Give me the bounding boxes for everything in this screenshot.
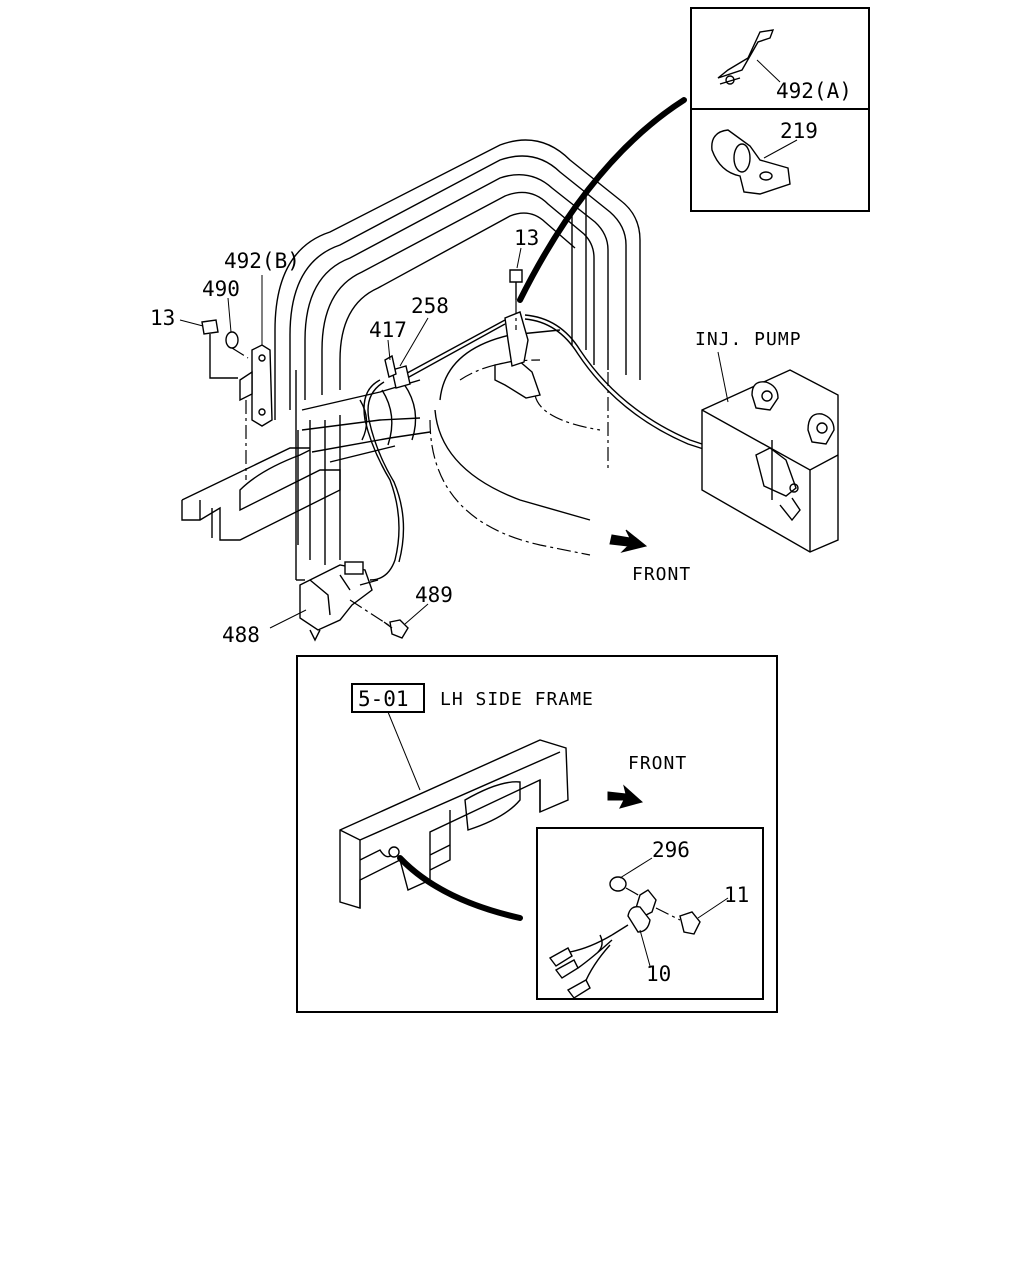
inset-pointer-line: [397, 855, 523, 921]
injection-pump-drawing: [701, 369, 839, 553]
frame-assembly-drawing: [181, 139, 641, 565]
label-219: 219: [780, 119, 818, 143]
detail-box-top-right: [690, 7, 870, 212]
label-258: 258: [411, 294, 449, 318]
label-front-top: FRONT: [632, 564, 691, 585]
cable-harness: [363, 314, 751, 581]
label-lh-side-frame: LH SIDE FRAME: [440, 689, 594, 710]
label-11: 11: [724, 883, 749, 907]
label-492b: 492(B): [224, 249, 300, 273]
side-frame-rail-drawing: [339, 739, 569, 909]
label-296: 296: [652, 838, 690, 862]
bracket-492b-drawing: [201, 319, 273, 480]
label-489: 489: [415, 583, 453, 607]
front-arrow-inset: [607, 784, 644, 809]
bracket-492a-drawing: [717, 29, 775, 85]
leader-lines: [179, 247, 729, 629]
bolt-489-drawing: [349, 599, 409, 639]
sub-inset-box: [536, 827, 764, 1000]
sensor-10-drawing: [548, 876, 701, 999]
label-492a: 492(A): [776, 79, 852, 103]
label-inj-pump: INJ. PUMP: [695, 329, 802, 350]
switch-488-drawing: [299, 561, 379, 642]
label-ref-5-01: 5-01: [358, 687, 409, 711]
label-13-right: 13: [514, 226, 539, 250]
label-10: 10: [646, 962, 671, 986]
label-490: 490: [202, 277, 240, 301]
label-417: 417: [369, 318, 407, 342]
clamp-219-drawing: [711, 129, 791, 195]
label-13-left: 13: [150, 306, 175, 330]
label-488: 488: [222, 623, 260, 647]
label-front-inset: FRONT: [628, 753, 687, 774]
front-arrow-top: [609, 529, 648, 553]
inset-box-lh-side-frame: 5-01 LH SIDE FRAME FRONT: [296, 655, 778, 1013]
